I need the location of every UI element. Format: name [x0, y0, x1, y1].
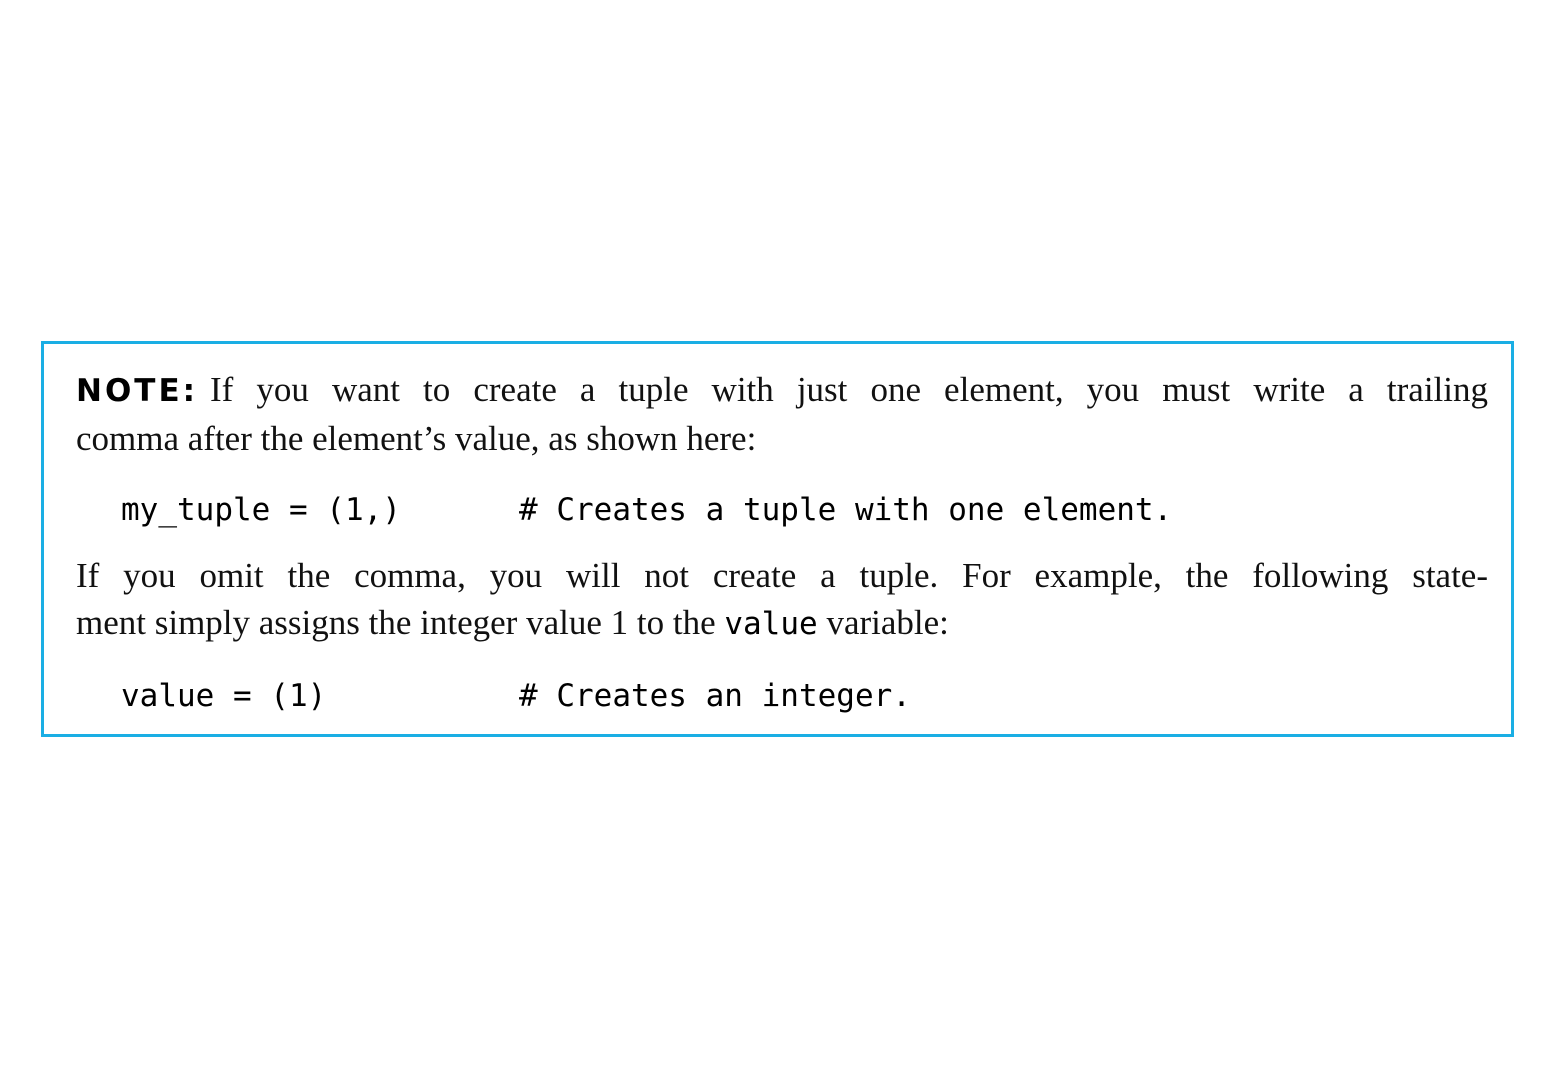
note-paragraph-1-text: If you want to create a tuple with just … [210, 370, 1488, 409]
note-paragraph-2-text-before: ment simply assigns the integer value 1 … [76, 603, 725, 642]
note-paragraph-2: If you omit the comma, you will not crea… [76, 552, 1488, 648]
note-paragraph-2-line-1: If you omit the comma, you will not crea… [76, 556, 1488, 595]
note-label: NOTE: [76, 373, 199, 409]
code-example-2-statement: value = (1) [121, 678, 327, 714]
note-paragraph-1-line-1: NOTE: If you want to create a tuple with … [76, 366, 1488, 415]
note-paragraph-1: NOTE: If you want to create a tuple with … [76, 366, 1488, 462]
note-box: NOTE: If you want to create a tuple with … [41, 341, 1514, 737]
code-example-1-statement: my_tuple = (1,) [121, 492, 401, 528]
note-paragraph-2-text-after: variable: [817, 603, 949, 642]
inline-code-value: value [724, 606, 818, 642]
code-example-2-comment: # Creates an integer. [519, 678, 911, 714]
code-example-2: value = (1) # Creates an integer. [121, 676, 911, 716]
code-example-1: my_tuple = (1,) # Creates a tuple with on… [121, 490, 1172, 530]
code-example-1-comment: # Creates a tuple with one element. [519, 492, 1173, 528]
note-paragraph-2-line-2: ment simply assigns the integer value 1 … [76, 599, 1488, 648]
note-paragraph-1-line-2: comma after the element’s value, as show… [76, 419, 757, 458]
